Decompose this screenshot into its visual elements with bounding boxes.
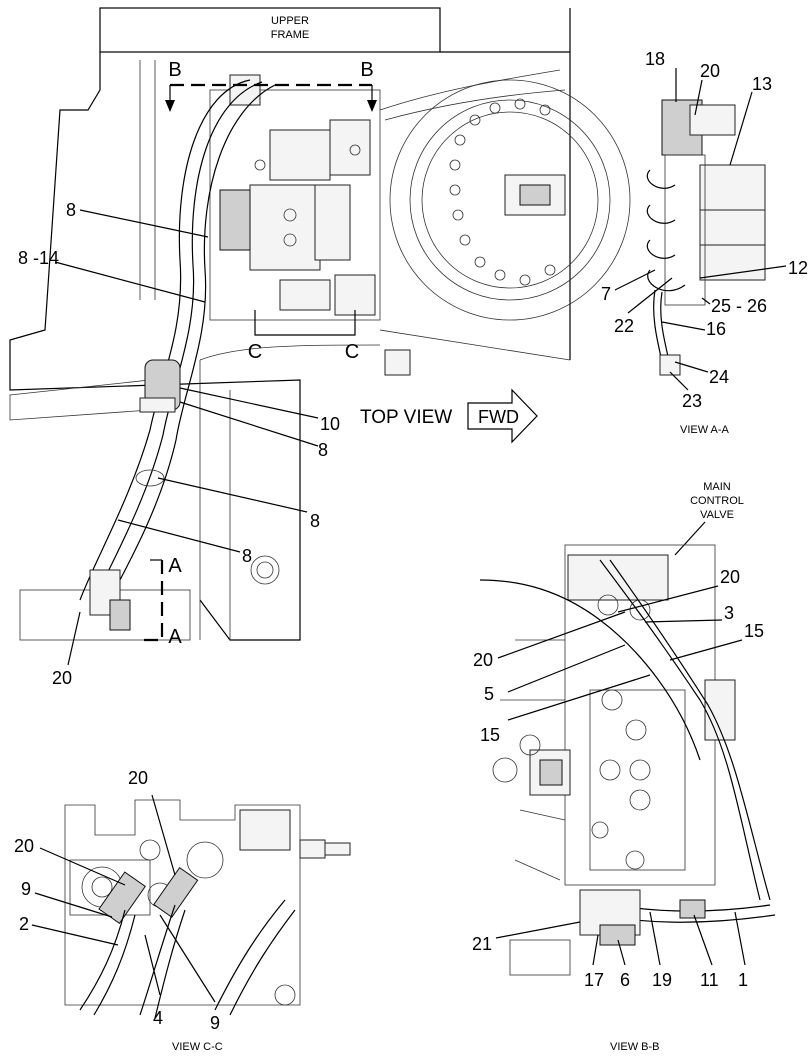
hose-bundle-top [79, 69, 566, 631]
callout-8-bottom: 8 [242, 546, 252, 566]
aa-callout-25-26: 25 - 26 [711, 296, 767, 316]
cc-callout-9-bottom: 9 [210, 1013, 220, 1033]
mcv-label-1: MAIN [703, 481, 731, 493]
section-line-aa [142, 560, 164, 642]
cc-callout-4: 4 [153, 1008, 163, 1028]
aa-callout-16: 16 [706, 319, 726, 339]
frame-outline [9, 52, 301, 641]
aa-callout-13: 13 [752, 74, 772, 94]
bb-callout-19: 19 [652, 970, 672, 990]
cc-valve-outline [64, 799, 301, 1006]
upper-frame-box [99, 7, 441, 53]
swing-gear [389, 79, 631, 321]
bb-callout-3: 3 [724, 603, 734, 623]
aa-callout-18: 18 [645, 49, 665, 69]
callout-10: 10 [320, 414, 340, 434]
aa-callout-23: 23 [682, 391, 702, 411]
view-aa: 18 20 13 12 7 22 25 - 26 16 24 23 VIEW A… [601, 49, 808, 436]
bb-callout-5: 5 [484, 684, 494, 704]
bb-callout-6: 6 [620, 970, 630, 990]
upper-frame-label-1: UPPER [271, 15, 309, 27]
view-cc-title: VIEW C-C [172, 1041, 223, 1053]
bb-callout-15-right: 15 [744, 621, 764, 641]
callout-8-upper: 8 [66, 200, 76, 220]
mcv-label-3: VALVE [700, 509, 734, 521]
section-b-left: B [168, 59, 181, 81]
cc-callout-20-top: 20 [128, 768, 148, 788]
section-a-top: A [168, 555, 182, 577]
bb-callout-20-top: 20 [720, 567, 740, 587]
cc-callout-20-left: 20 [14, 836, 34, 856]
fwd-label: FWD [478, 407, 519, 427]
upper-frame-label-2: FRAME [271, 29, 310, 41]
callout-8-14: 8 -14 [18, 248, 59, 268]
bb-callout-21: 21 [472, 934, 492, 954]
bb-callout-20-left: 20 [473, 650, 493, 670]
section-b-right: B [360, 59, 373, 81]
aa-callout-20: 20 [700, 61, 720, 81]
aa-callout-22: 22 [614, 316, 634, 336]
view-bb: MAIN CONTROL VALVE 20 20 3 15 [472, 481, 776, 1053]
top-view-title: TOP VIEW [360, 407, 452, 428]
bb-callout-11: 11 [700, 970, 719, 990]
bb-callout-17: 17 [584, 970, 604, 990]
control-valve-top [209, 74, 381, 321]
top-view: UPPER FRAME [9, 7, 631, 688]
section-a-bottom: A [168, 626, 182, 648]
callout-20-topview: 20 [52, 668, 72, 688]
view-cc: 20 20 9 2 4 9 VIEW C-C [14, 768, 351, 1053]
aa-callout-12: 12 [788, 258, 808, 278]
view-aa-title: VIEW A-A [680, 424, 730, 436]
mcv-label-2: CONTROL [690, 495, 744, 507]
section-c-left: C [248, 341, 262, 363]
cc-callout-9-left: 9 [21, 879, 31, 899]
section-line-cc [254, 310, 356, 336]
section-c-right: C [345, 341, 359, 363]
callout-8-mid: 8 [318, 440, 328, 460]
bb-callout-15-left: 15 [480, 725, 500, 745]
bb-callout-1: 1 [738, 970, 748, 990]
aa-callout-7: 7 [601, 284, 611, 304]
view-bb-title: VIEW B-B [610, 1041, 660, 1053]
cc-callout-2: 2 [19, 914, 29, 934]
aa-callout-24: 24 [709, 367, 729, 387]
fwd-arrow [467, 388, 538, 444]
callout-8-lower: 8 [310, 511, 320, 531]
